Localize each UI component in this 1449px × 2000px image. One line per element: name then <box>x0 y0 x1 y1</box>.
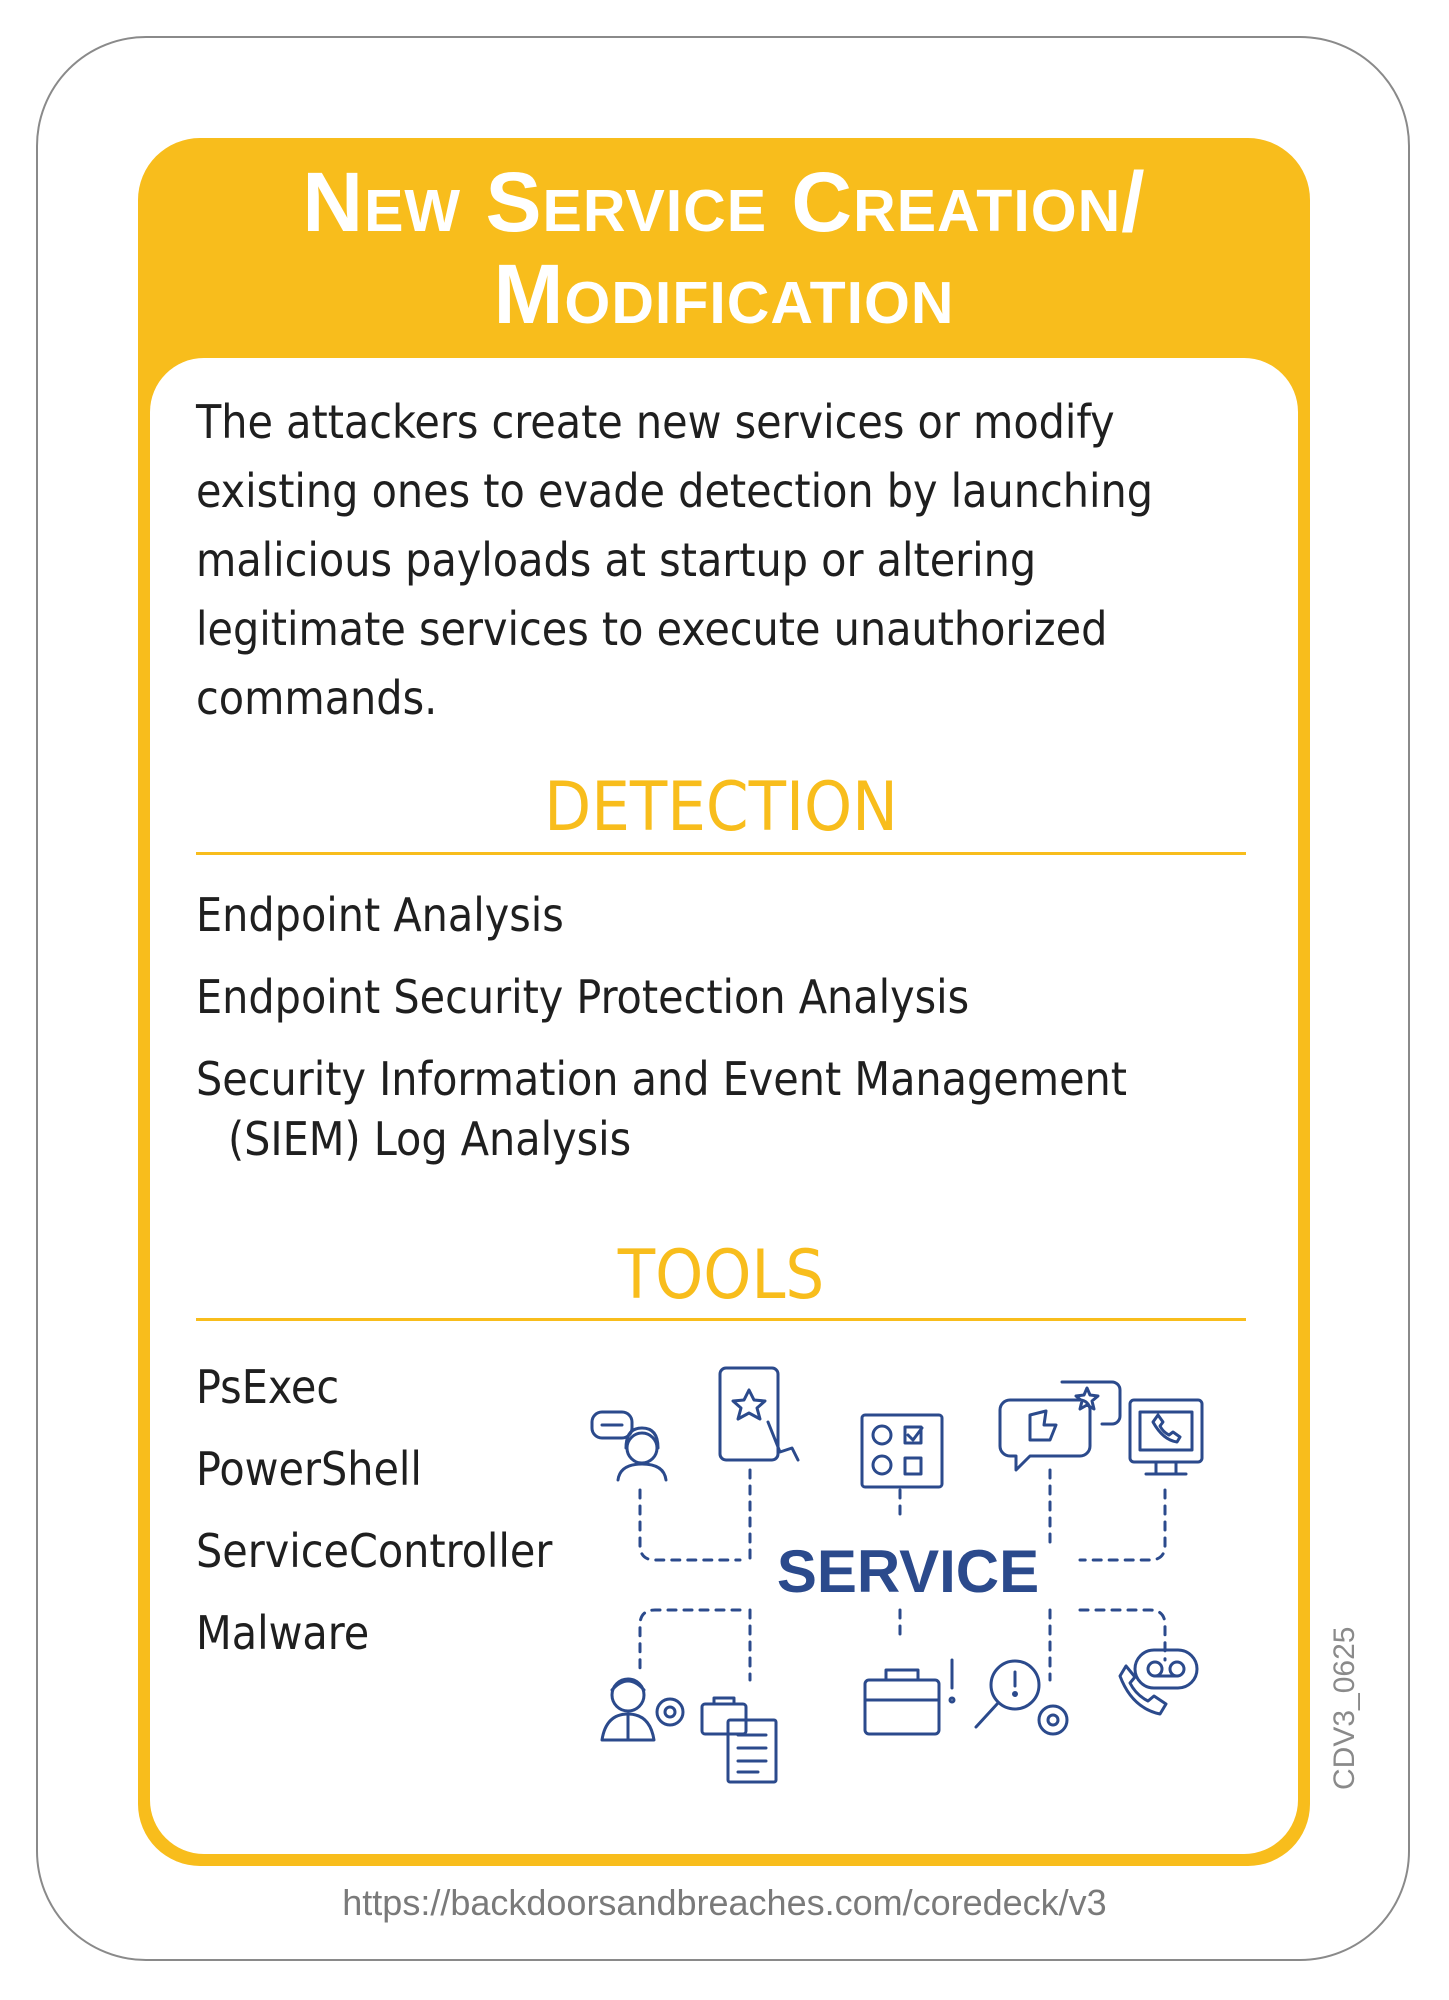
engineer-gear-icon <box>600 1677 685 1742</box>
tools-item: Malware <box>196 1606 370 1660</box>
card-body <box>150 358 1298 1854</box>
feedback-form-icon <box>860 1413 944 1489</box>
briefcase-alert-icon <box>863 1658 956 1736</box>
service-label: SERVICE <box>777 1538 1039 1605</box>
detection-item: Endpoint Security Protection Analysis <box>196 970 970 1024</box>
card-url: https://backdoorsandbreaches.com/coredec… <box>342 1882 1107 1923</box>
description-line: The attackers create new services or mod… <box>196 395 1115 449</box>
detection-item-continuation: (SIEM) Log Analysis <box>228 1112 632 1166</box>
magnifier-alert-gear-icon <box>974 1659 1069 1736</box>
description-line: existing ones to evade detection by laun… <box>196 464 1153 518</box>
tools-heading: TOOLS <box>617 1236 825 1315</box>
card-title-line-1: New Service Creation/ <box>302 155 1146 249</box>
tools-item: PowerShell <box>196 1442 422 1496</box>
connector-lines <box>638 1468 1167 1682</box>
detection-item: Security Information and Event Managemen… <box>196 1052 1128 1106</box>
card-description: The attackers create new services or mod… <box>196 388 1256 733</box>
detection-divider <box>196 852 1246 855</box>
tools-item: PsExec <box>196 1360 340 1414</box>
description-line: malicious payloads at startup or alterin… <box>196 533 1037 587</box>
computer-phone-icon <box>1128 1398 1204 1476</box>
voicemail-phone-icon <box>1118 1648 1199 1716</box>
detection-item: Endpoint Analysis <box>196 888 564 942</box>
tools-item: ServiceController <box>196 1524 553 1578</box>
card-code: CDV3_0625 <box>1328 1626 1361 1790</box>
thumbs-up-star-icon <box>998 1380 1122 1472</box>
documents-briefcase-icon <box>700 1696 778 1784</box>
tablet-touch-icon <box>718 1366 800 1462</box>
card-title-line-2: Modification <box>493 247 955 341</box>
service-illustration: SERVICE <box>590 1366 1204 1784</box>
card-title: New Service Creation/ Modification <box>150 156 1298 340</box>
description-line: legitimate services to execute unauthori… <box>196 602 1108 656</box>
description-line: commands. <box>196 671 438 725</box>
tools-divider <box>196 1318 1246 1321</box>
detection-heading: DETECTION <box>544 768 898 847</box>
support-agent-icon <box>590 1410 668 1482</box>
